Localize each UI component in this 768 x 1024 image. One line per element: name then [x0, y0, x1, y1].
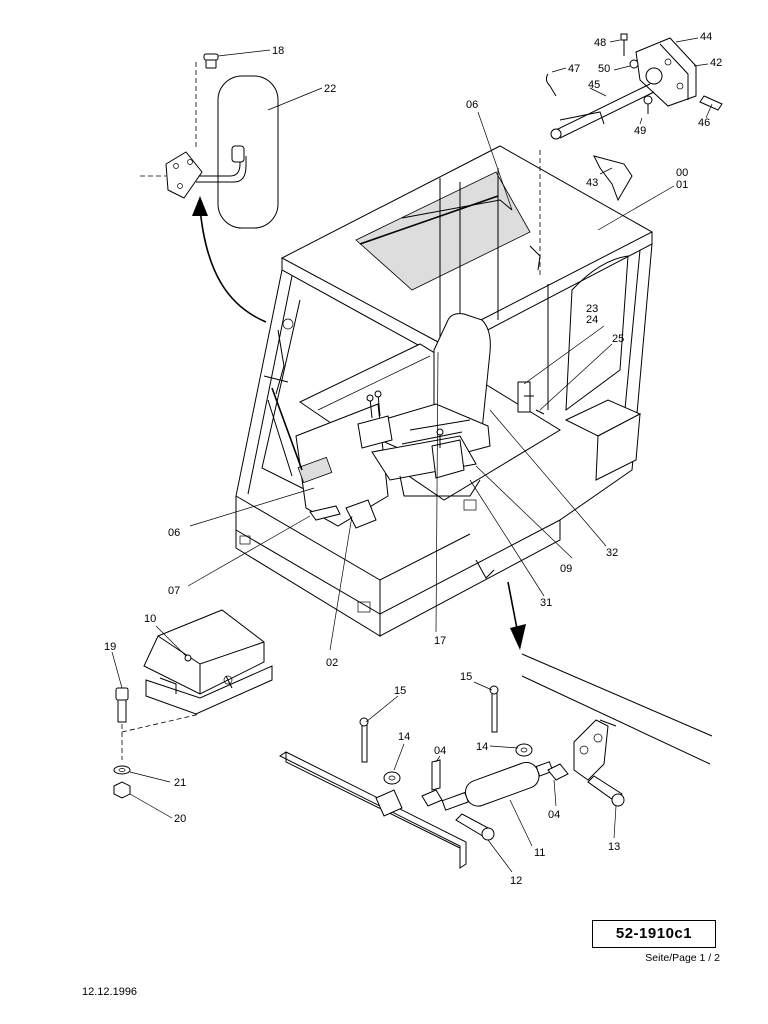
- callout-44: 44: [700, 31, 712, 43]
- drawing-date: 12.12.1996: [82, 986, 138, 998]
- washer-21: [113, 765, 131, 775]
- mirror-glass: [217, 75, 279, 229]
- callout-50: 50: [598, 63, 610, 75]
- callout-09: 09: [560, 563, 572, 575]
- mirror-arm: [196, 156, 241, 177]
- callout-06-top: 06: [466, 99, 478, 111]
- callout-06-side: 06: [168, 527, 180, 539]
- page-reference: Seite/Page 1 / 2: [645, 952, 720, 964]
- gas-cylinder: [441, 761, 554, 811]
- mirror-assembly: [140, 53, 279, 323]
- gas-spring-assembly: [279, 581, 713, 869]
- callout-02: 02: [326, 657, 338, 669]
- callout-04-left: 04: [434, 745, 446, 757]
- callout-48: 48: [594, 37, 606, 49]
- roof-hatch: [355, 171, 531, 291]
- callout-49: 49: [634, 125, 646, 137]
- callout-15-right: 15: [460, 671, 472, 683]
- callout-21: 21: [174, 777, 186, 789]
- wiper-motor-assembly: [529, 33, 723, 276]
- split-pin-15b: [491, 691, 498, 733]
- callout-14-left: 14: [398, 731, 410, 743]
- screw-18: [203, 53, 219, 69]
- nut-20: [113, 781, 131, 799]
- callout-32: 32: [606, 547, 618, 559]
- callout-17: 17: [434, 635, 446, 647]
- assembly-arrow: [199, 207, 267, 323]
- bolt-19: [115, 687, 129, 701]
- callout-13: 13: [608, 841, 620, 853]
- callout-23: 23: [586, 303, 598, 315]
- callout-45: 45: [588, 79, 600, 91]
- callout-12: 12: [510, 875, 522, 887]
- callout-07: 07: [168, 585, 180, 597]
- split-pin-15a: [361, 723, 368, 763]
- callout-14-right: 14: [476, 741, 488, 753]
- callout-22: 22: [324, 83, 336, 95]
- callout-47: 47: [568, 63, 580, 75]
- callout-42: 42: [710, 57, 722, 69]
- callout-31: 31: [540, 597, 552, 609]
- operator-seat: [357, 313, 491, 497]
- callout-04-right: 04: [548, 809, 560, 821]
- wiper-mount-plate: [635, 37, 697, 107]
- callout-10: 10: [144, 613, 156, 625]
- leader-lines: [111, 37, 713, 873]
- callout-20: 20: [174, 813, 186, 825]
- callout-46: 46: [698, 117, 710, 129]
- callout-24: 24: [586, 314, 598, 326]
- callout-01: 01: [676, 179, 688, 191]
- foot-pedal-assembly: [113, 609, 273, 799]
- document-number: 52-1910c1: [592, 920, 716, 948]
- callout-18: 18: [272, 45, 284, 57]
- mirror-bracket: [165, 151, 203, 199]
- callout-19: 19: [104, 641, 116, 653]
- callout-00: 00: [676, 167, 688, 179]
- callout-25: 25: [612, 333, 624, 345]
- hinge-bracket: [573, 719, 609, 781]
- mirror-clamp: [231, 145, 245, 163]
- callout-43: 43: [586, 177, 598, 189]
- callout-labels: 18 22 48 44 50 47 42 45 49 46 06 43 00 0…: [104, 31, 722, 887]
- foot-pedal: [143, 609, 265, 695]
- callout-11: 11: [534, 847, 545, 859]
- cab-body: [235, 145, 654, 637]
- callout-15-left: 15: [394, 685, 406, 697]
